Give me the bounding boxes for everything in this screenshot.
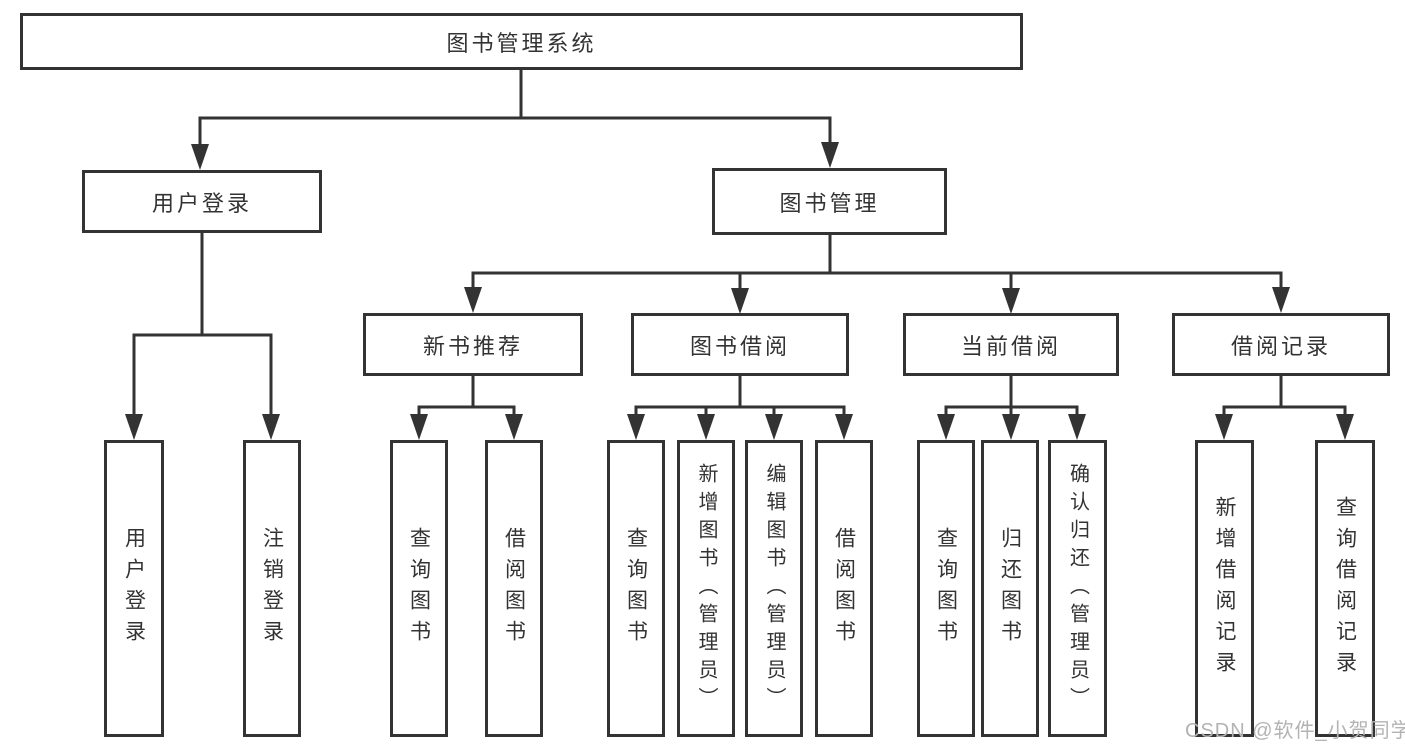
leaf-query-books-3: 查询图书 xyxy=(917,440,975,737)
leaf-borrow-books-2: 借阅图书 xyxy=(815,440,873,737)
leaf-query-borrow-record: 查询借阅记录 xyxy=(1315,440,1375,737)
arrowheads xyxy=(125,142,1354,440)
leaf-query-books-1: 查询图书 xyxy=(390,440,448,737)
leaf-query-books-2: 查询图书 xyxy=(607,440,665,737)
leaf-return-books: 归还图书 xyxy=(981,440,1039,737)
leaf-user-login: 用户登录 xyxy=(104,440,164,737)
leaf-edit-books-admin: 编辑图书（管理员） xyxy=(745,440,803,737)
leaf-add-borrow-record: 新增借阅记录 xyxy=(1195,440,1254,737)
node-borrowing-records: 借阅记录 xyxy=(1172,313,1390,376)
node-book-borrowing: 图书借阅 xyxy=(631,313,849,376)
leaf-confirm-return-admin: 确认归还（管理员） xyxy=(1048,440,1107,737)
node-current-borrowing: 当前借阅 xyxy=(903,313,1119,376)
leaf-borrow-books-1: 借阅图书 xyxy=(485,440,543,737)
node-user-login: 用户登录 xyxy=(82,170,322,233)
node-library-system: 图书管理系统 xyxy=(20,13,1023,70)
leaf-logout: 注销登录 xyxy=(243,440,301,737)
node-book-management: 图书管理 xyxy=(712,168,947,235)
csdn-watermark: CSDN @软件_小贺同学 xyxy=(1185,720,1405,742)
node-new-book-recommend: 新书推荐 xyxy=(363,313,583,376)
leaf-add-books-admin: 新增图书（管理员） xyxy=(677,440,735,737)
